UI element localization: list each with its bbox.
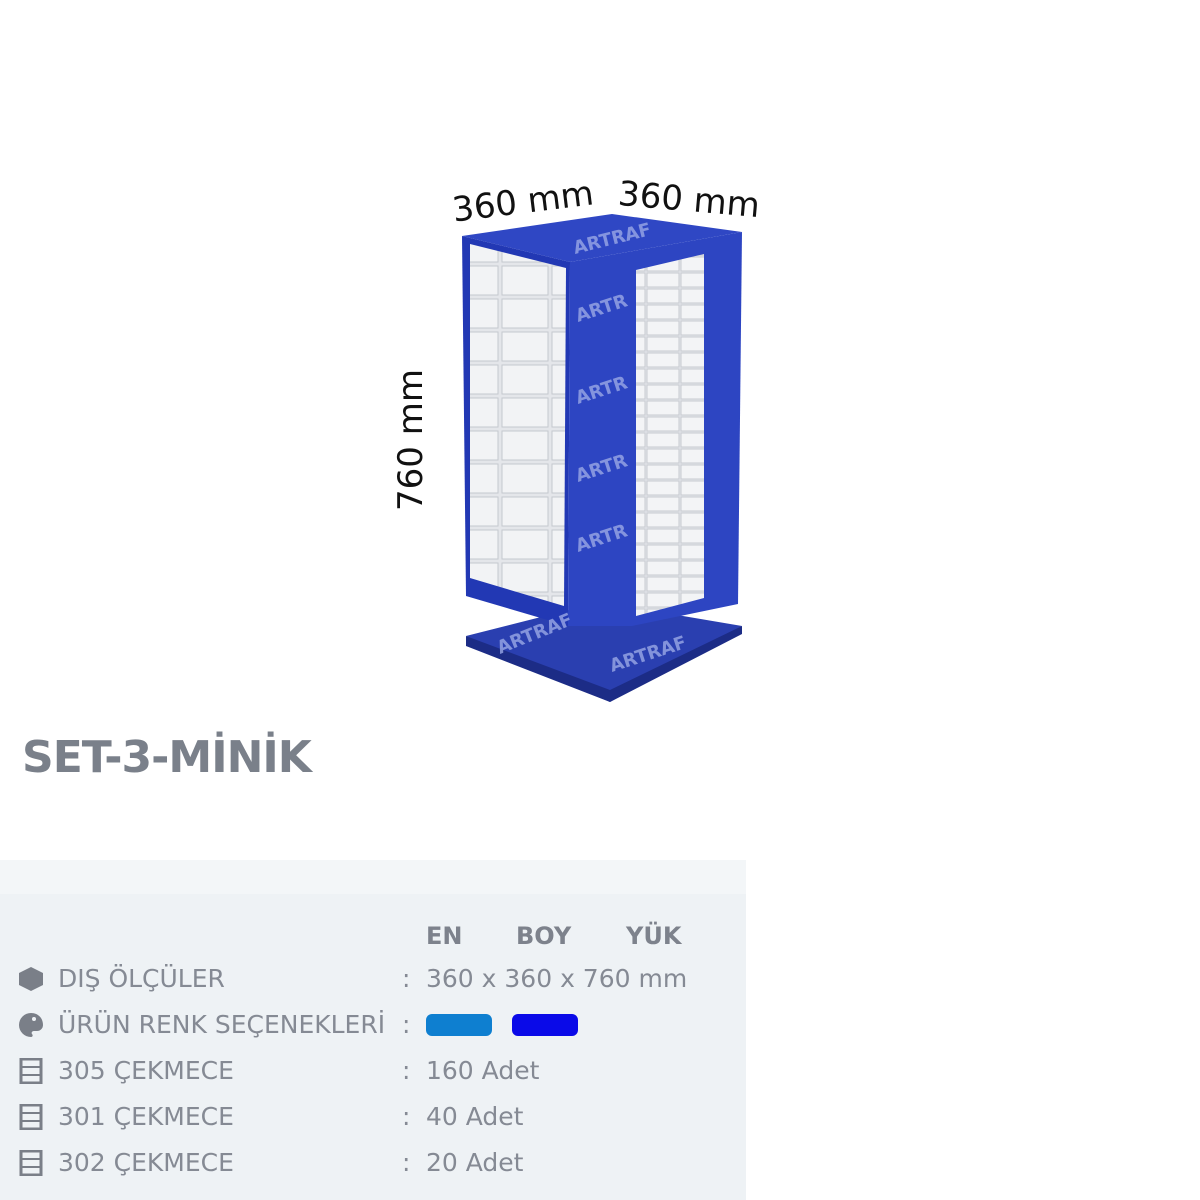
spec-row-302: 302 ÇEKMECE : 20 Adet: [14, 1146, 734, 1186]
spec-value: 40 Adet: [426, 1102, 524, 1131]
specs-panel: EN BOY YÜK DIŞ ÖLÇÜLER : 360 x 360 x 760…: [0, 860, 746, 1200]
spec-label: ÜRÜN RENK SEÇENEKLERİ: [58, 1010, 386, 1039]
colon: :: [402, 1056, 411, 1085]
spec-row-colors: ÜRÜN RENK SEÇENEKLERİ :: [14, 1008, 734, 1048]
drawer-icon: [19, 1104, 43, 1130]
palette-icon: [19, 1013, 43, 1037]
colon: :: [402, 964, 411, 993]
spec-label: 302 ÇEKMECE: [58, 1148, 234, 1177]
drawer-icon: [19, 1058, 43, 1084]
right-drawers: [636, 254, 704, 616]
colon: :: [402, 1010, 411, 1039]
spec-row-305: 305 ÇEKMECE : 160 Adet: [14, 1054, 734, 1094]
cabinet-top: [462, 214, 742, 262]
spec-label: 301 ÇEKMECE: [58, 1102, 234, 1131]
spec-value: 20 Adet: [426, 1148, 524, 1177]
colon: :: [402, 1102, 411, 1131]
color-swatch-blue[interactable]: [512, 1014, 578, 1036]
left-drawers: [470, 244, 566, 606]
product-image: ARTR ARTR ARTR ARTR ARTRAF ARTRAF ARTRAF: [462, 214, 742, 702]
spec-row-outer-dimensions: DIŞ ÖLÇÜLER : 360 x 360 x 760 mm: [14, 962, 734, 1002]
header-yuk: YÜK: [626, 922, 682, 950]
spec-row-301: 301 ÇEKMECE : 40 Adet: [14, 1100, 734, 1140]
colon: :: [402, 1148, 411, 1177]
spec-value: 160 Adet: [426, 1056, 540, 1085]
header-boy: BOY: [516, 922, 572, 950]
spec-label: DIŞ ÖLÇÜLER: [58, 964, 225, 993]
base-plate: [466, 602, 742, 702]
product-title: SET-3-MİNİK: [22, 732, 312, 783]
spec-label: 305 ÇEKMECE: [58, 1056, 234, 1085]
spec-value: 360 x 360 x 760 mm: [426, 964, 688, 993]
panel-band: [0, 860, 746, 894]
box-icon: [19, 967, 43, 991]
color-swatch-light-blue[interactable]: [426, 1014, 492, 1036]
header-en: EN: [426, 922, 463, 950]
drawer-icon: [19, 1150, 43, 1176]
